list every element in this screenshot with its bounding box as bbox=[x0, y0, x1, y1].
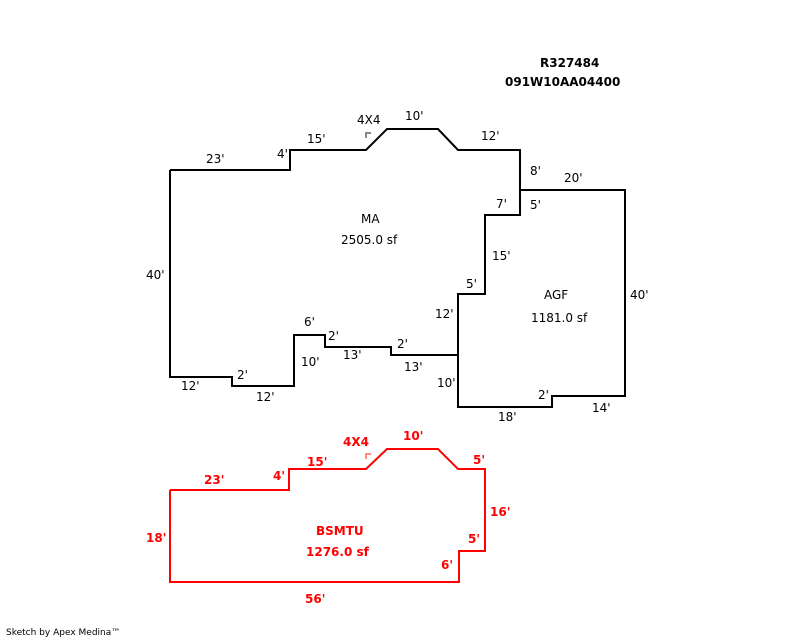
dim-label: 5' bbox=[468, 532, 480, 546]
dim-label: 2' bbox=[328, 329, 339, 343]
dim-label: 2' bbox=[397, 337, 408, 351]
dim-label: 40' bbox=[630, 288, 649, 302]
dim-label: 10' bbox=[403, 429, 423, 443]
dim-label: 18' bbox=[146, 531, 166, 545]
dim-label: 13' bbox=[343, 348, 362, 362]
corner-marker-icon bbox=[365, 132, 371, 138]
area-ma-name: MA bbox=[361, 212, 380, 226]
area-ma-outline bbox=[169, 128, 521, 387]
area-agf-size: 1181.0 sf bbox=[531, 311, 588, 325]
area-bsmtu-name: BSMTU bbox=[316, 524, 364, 538]
area-bsmtu-dimensions: 4X4 10' 15' 5' 23' 4' 16' 18' 5' 6' 56' bbox=[146, 429, 510, 606]
dim-label: 15' bbox=[307, 132, 326, 146]
dim-label: 7' bbox=[496, 197, 507, 211]
dim-label: 15' bbox=[492, 249, 511, 263]
dim-label: 23' bbox=[204, 473, 224, 487]
dim-label: 4X4 bbox=[357, 113, 381, 127]
corner-marker-icon bbox=[365, 453, 371, 459]
parcel-id: R327484 bbox=[540, 56, 599, 70]
dim-label: 8' bbox=[530, 164, 541, 178]
area-bsmtu-size: 1276.0 sf bbox=[306, 545, 370, 559]
dim-label: 13' bbox=[404, 360, 423, 374]
dim-label: 10' bbox=[301, 355, 320, 369]
dim-label: 18' bbox=[498, 410, 517, 424]
area-ma-size: 2505.0 sf bbox=[341, 233, 398, 247]
dim-label: 10' bbox=[437, 376, 456, 390]
dim-label: 12' bbox=[256, 390, 275, 404]
dim-label: 12' bbox=[181, 379, 200, 393]
area-agf-dimensions: 40' 2' 14' 18' bbox=[498, 288, 649, 424]
dim-label: 2' bbox=[237, 368, 248, 382]
area-ma-dimensions: 4X4 10' 12' 15' 4' 23' 8' 20' 7' 5' 15' … bbox=[146, 109, 583, 404]
dim-label: 5' bbox=[466, 277, 477, 291]
map-number: 091W10AA04400 bbox=[505, 75, 620, 89]
dim-label: 12' bbox=[481, 129, 500, 143]
dim-label: 6' bbox=[304, 315, 315, 329]
dim-label: 56' bbox=[305, 592, 325, 606]
area-agf-name: AGF bbox=[544, 288, 568, 302]
dim-label: 40' bbox=[146, 268, 165, 282]
dim-label: 15' bbox=[307, 455, 327, 469]
dim-label: 5' bbox=[473, 453, 485, 467]
dim-label: 6' bbox=[441, 558, 453, 572]
dim-label: 14' bbox=[592, 401, 611, 415]
dim-label: 2' bbox=[538, 388, 549, 402]
area-bsmtu-outline bbox=[169, 448, 486, 583]
dim-label: 23' bbox=[206, 152, 225, 166]
dim-label: 20' bbox=[564, 171, 583, 185]
sketch-credit: Sketch by Apex Medina™ bbox=[6, 628, 121, 638]
dim-label: 5' bbox=[530, 198, 541, 212]
dim-label: 16' bbox=[490, 505, 510, 519]
dim-label: 4' bbox=[277, 147, 288, 161]
area-agf-outline bbox=[457, 189, 626, 408]
dim-label: 4X4 bbox=[343, 435, 369, 449]
dim-label: 4' bbox=[273, 469, 285, 483]
dim-label: 12' bbox=[435, 307, 454, 321]
dim-label: 10' bbox=[405, 109, 424, 123]
